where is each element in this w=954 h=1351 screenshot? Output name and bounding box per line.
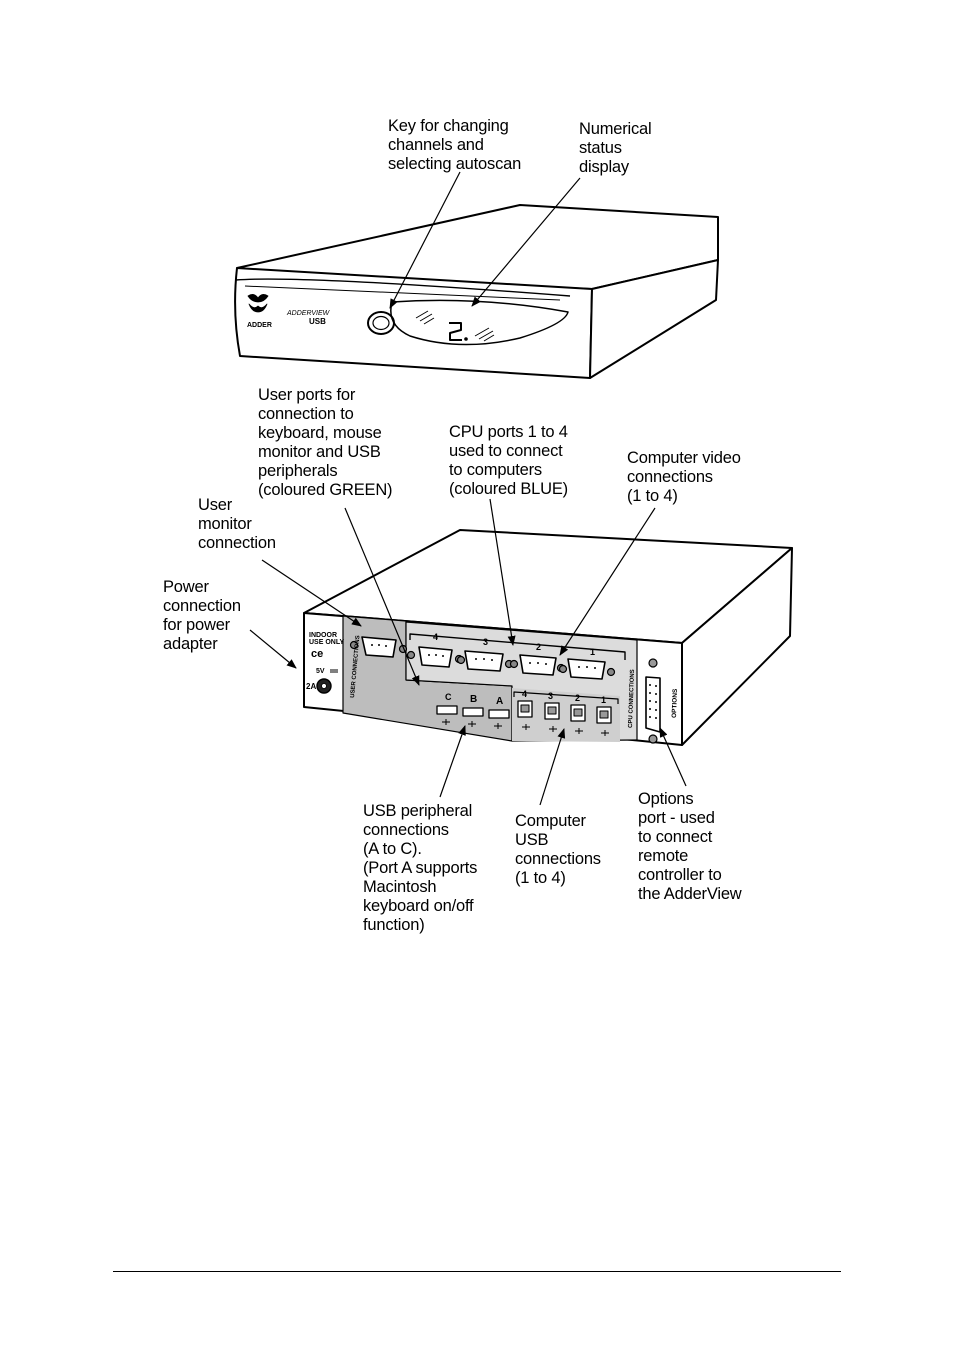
- volt-label: 5V: [316, 668, 325, 675]
- usb-peripheral-letter-b: B: [470, 694, 477, 705]
- leader-display: [471, 177, 581, 307]
- callout-computer-usb: Computer USB connections (1 to 4): [515, 812, 601, 887]
- usb-cpu-number-1: 1: [601, 695, 606, 705]
- callout-power: Power connection for power adapter: [163, 578, 241, 653]
- user-connections-label: USER CONNECTIONS: [350, 635, 361, 698]
- leader-options: [659, 727, 687, 787]
- callout-key: Key for changing channels and selecting …: [388, 117, 522, 173]
- ce-mark: ce: [311, 648, 323, 660]
- leader-cpu-ports: [489, 498, 516, 646]
- callout-user-ports: User ports for connection to keyboard, m…: [258, 386, 393, 499]
- indoor-label-2: USE ONLY: [309, 639, 344, 646]
- leader-user-ports: [344, 507, 420, 686]
- video-number-1: 1: [590, 647, 595, 657]
- rear-unit: [303, 529, 793, 746]
- callout-video: Computer video connections (1 to 4): [627, 449, 741, 505]
- model-line2-text: USB: [309, 317, 326, 326]
- leader-video: [559, 507, 656, 656]
- callout-usb-peripheral: USB peripheral connections (A to C). (Po…: [363, 802, 478, 934]
- usb-cpu-number-2: 2: [575, 693, 580, 703]
- front-labels: ADDER ADDERVIEW USB: [247, 310, 331, 329]
- callout-user-monitor: User monitor connection: [198, 496, 276, 552]
- usb-cpu-number-4: 4: [522, 689, 527, 699]
- callout-options: Options port - used to connect remote co…: [638, 790, 742, 903]
- leader-power: [249, 629, 297, 669]
- amp-label: 2A: [306, 682, 316, 691]
- leader-usb-peripheral: [439, 725, 466, 798]
- video-number-3: 3: [483, 637, 488, 647]
- video-number-2: 2: [536, 642, 541, 652]
- brand-text: ADDER: [247, 322, 272, 329]
- leader-computer-usb: [539, 728, 566, 806]
- indoor-label-1: INDOOR: [309, 632, 337, 639]
- usb-peripheral-letter-c: C: [445, 692, 452, 702]
- callout-display: Numerical status display: [579, 120, 652, 176]
- options-label: OPTIONS: [671, 688, 679, 718]
- model-line1-text: ADDERVIEW: [286, 310, 331, 317]
- leader-key: [389, 171, 461, 309]
- leader-user-monitor: [261, 559, 362, 627]
- footer-rule: [113, 1271, 841, 1272]
- front-unit: [234, 204, 719, 379]
- video-number-4: 4: [433, 632, 438, 642]
- callout-cpu-ports: CPU ports 1 to 4 used to connect to comp…: [449, 423, 568, 498]
- usb-peripheral-letter-a: A: [496, 696, 503, 707]
- usb-cpu-number-3: 3: [548, 691, 553, 701]
- rear-labels: INDOOR USE ONLY ce 5V 2A USER CONNECTION…: [306, 632, 679, 728]
- leader-lines: [249, 171, 687, 806]
- cpu-connections-label: CPU CONNECTIONS: [628, 669, 636, 728]
